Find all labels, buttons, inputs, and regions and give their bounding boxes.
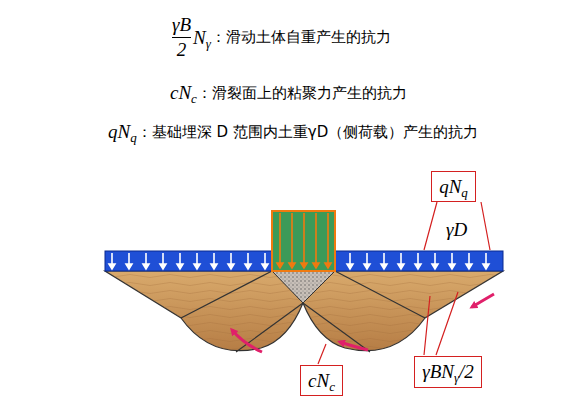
formula-line: qNq：基础埋深 D 范围内土重γD（侧荷载）产生的抗力: [108, 121, 478, 143]
formula-term: q: [130, 130, 137, 146]
callout-term: qN: [439, 176, 461, 198]
load-arrow: [449, 253, 455, 269]
load-arrow: [277, 213, 283, 268]
load-arrow: [313, 213, 319, 268]
soil-grain: [105, 271, 503, 351]
formula-term: c: [191, 91, 197, 107]
leader-line: [424, 292, 458, 355]
numerator: γB: [172, 14, 191, 36]
soil-mass: [105, 271, 503, 351]
denominator: 2: [177, 39, 187, 61]
description-text: ：滑动土体自重产生的抗力: [211, 28, 391, 47]
load-arrow: [415, 253, 421, 269]
load-arrow: [347, 253, 353, 269]
callout-term: /2: [459, 361, 474, 383]
description-text: ：基础埋深 D 范围内土重γD（侧荷载）产生的抗力: [137, 123, 479, 142]
shear-arrow: [232, 330, 262, 352]
formula-term: γ: [206, 36, 211, 52]
shear-arrow: [340, 342, 368, 350]
load-arrow: [262, 253, 268, 269]
footing-load-arrows: [277, 213, 331, 268]
callout-term: cN: [308, 370, 329, 392]
load-arrow: [228, 253, 234, 269]
fraction: γB 2: [172, 14, 191, 61]
load-arrow: [301, 213, 307, 268]
callout-box: cNc: [300, 365, 343, 396]
leader-line: [424, 202, 490, 250]
footing: [272, 211, 335, 271]
load-arrow: [194, 253, 200, 269]
load-arrow: [398, 253, 404, 269]
description-text: ：滑裂面上的粘聚力产生的抗力: [197, 84, 407, 103]
load-arrow: [325, 213, 331, 268]
callout-box: qNq: [431, 171, 476, 202]
callout-term: q: [461, 185, 468, 201]
load-arrow: [160, 253, 166, 269]
load-arrow: [143, 253, 149, 269]
load-arrow: [466, 253, 472, 269]
load-arrow: [126, 253, 132, 269]
load-arrow: [289, 213, 295, 268]
callout-term: γBN: [422, 361, 454, 383]
load-arrow: [245, 253, 251, 269]
formula-term: cN: [170, 82, 191, 104]
callout-box: γBNγ/2: [414, 356, 482, 388]
callout-term: c: [329, 379, 335, 395]
leader-line: [318, 344, 326, 364]
callout-term: γ: [454, 370, 459, 386]
load-arrow: [483, 253, 489, 269]
slip-lines: [181, 271, 425, 352]
shear-arrow: [472, 294, 494, 307]
load-arrow: [177, 253, 183, 269]
surcharge-label: γD: [446, 219, 467, 241]
fraction-bar: [172, 37, 191, 38]
load-arrow: [432, 253, 438, 269]
load-arrow: [364, 253, 370, 269]
formula-term: qN: [108, 121, 130, 143]
formula-line: cNc：滑裂面上的粘聚力产生的抗力: [170, 82, 407, 104]
formula-term: N: [193, 27, 206, 49]
load-arrow: [211, 253, 217, 269]
load-arrow: [381, 253, 387, 269]
formula-line: γB 2Nγ：滑动土体自重产生的抗力: [172, 14, 391, 61]
load-arrow: [109, 253, 115, 269]
elastic-wedge: [272, 271, 335, 303]
